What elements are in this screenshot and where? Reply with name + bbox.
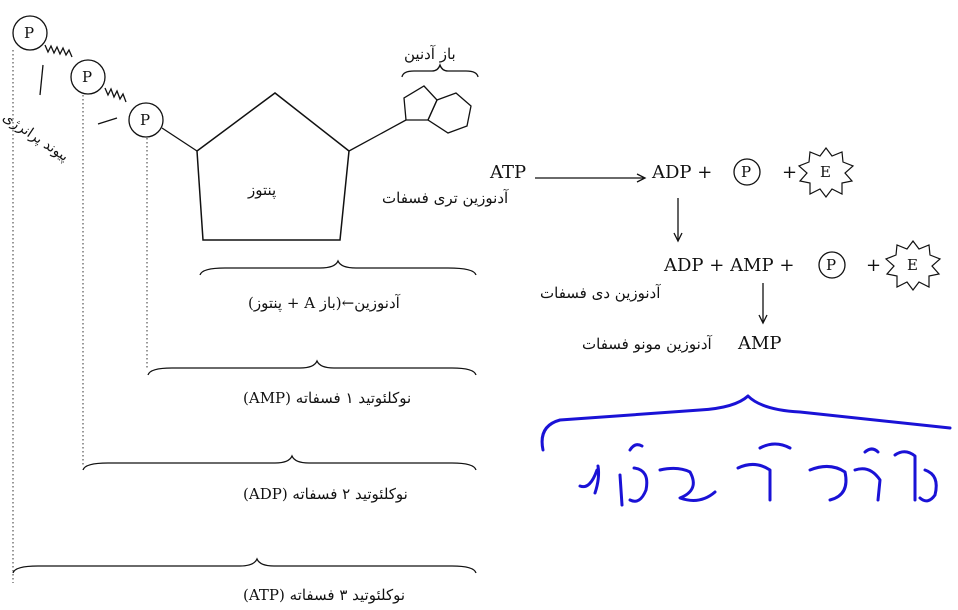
phosphate-3 xyxy=(128,102,164,138)
phosphate-circle-row2 xyxy=(818,251,846,279)
high-energy-bond-1 xyxy=(44,44,73,58)
amp-brace xyxy=(147,359,477,376)
atp-brace xyxy=(12,557,477,574)
amp-name: آدنوزین مونو فسفات xyxy=(582,335,712,353)
adp-name: آدنوزین دی فسفات xyxy=(540,284,661,302)
row1-products: ADP + xyxy=(652,162,713,183)
atp-nucleotide-label: نوکلئوتید ۳ فسفاته (ATP) xyxy=(243,586,406,604)
adenine-base-label: باز آدنین xyxy=(404,45,456,63)
high-energy-bond-2 xyxy=(104,87,127,103)
amp-down-arrow-head xyxy=(758,314,768,325)
row2-plus: + xyxy=(866,255,882,276)
phosphate-1 xyxy=(12,15,48,51)
phosphate-1-label: P xyxy=(24,24,35,42)
phosphate-circle-row1 xyxy=(733,158,761,186)
phosphate-2-label: P xyxy=(82,68,93,86)
row2-phosphate-label: P xyxy=(826,256,837,274)
handwritten-annotation xyxy=(540,394,952,507)
phosphate-sugar-bond xyxy=(161,127,198,152)
row1-phosphate-label: P xyxy=(741,163,752,181)
adp-down-arrow-head xyxy=(673,232,683,243)
energy-burst-row2 xyxy=(884,240,942,291)
row2-products: ADP + AMP + xyxy=(664,255,795,276)
adp-brace xyxy=(82,454,477,471)
atp-name: آدنوزین تری فسفات xyxy=(382,189,509,207)
atp-reactant: ATP xyxy=(490,162,527,183)
sugar-base-bond xyxy=(348,119,407,152)
row1-plus: + xyxy=(782,162,798,183)
bond-tick-1 xyxy=(39,64,44,96)
phosphate-3-label: P xyxy=(140,111,151,129)
amp-product: AMP xyxy=(738,333,782,354)
energy-burst-row1 xyxy=(797,147,855,198)
pentose-pentagon xyxy=(196,92,350,241)
row2-energy-label: E xyxy=(907,256,918,274)
amp-nucleotide-label: نوکلئوتید ۱ فسفاته (AMP) xyxy=(243,389,412,407)
adp-nucleotide-label: نوکلئوتید ۲ فسفاته (ADP) xyxy=(243,485,408,503)
bond-tick-2 xyxy=(97,117,118,125)
adenosine-label: آدنوزین←(باز A + پنتوز) xyxy=(248,294,400,312)
adenosine-brace xyxy=(199,259,477,276)
row1-energy-label: E xyxy=(820,163,831,181)
adenine-brace xyxy=(401,62,479,78)
pentose-label: پنتوز xyxy=(248,181,277,199)
phosphate-2 xyxy=(70,59,106,95)
atp-reaction-arrow-head xyxy=(636,173,647,183)
adenine-base-rings xyxy=(403,85,472,134)
